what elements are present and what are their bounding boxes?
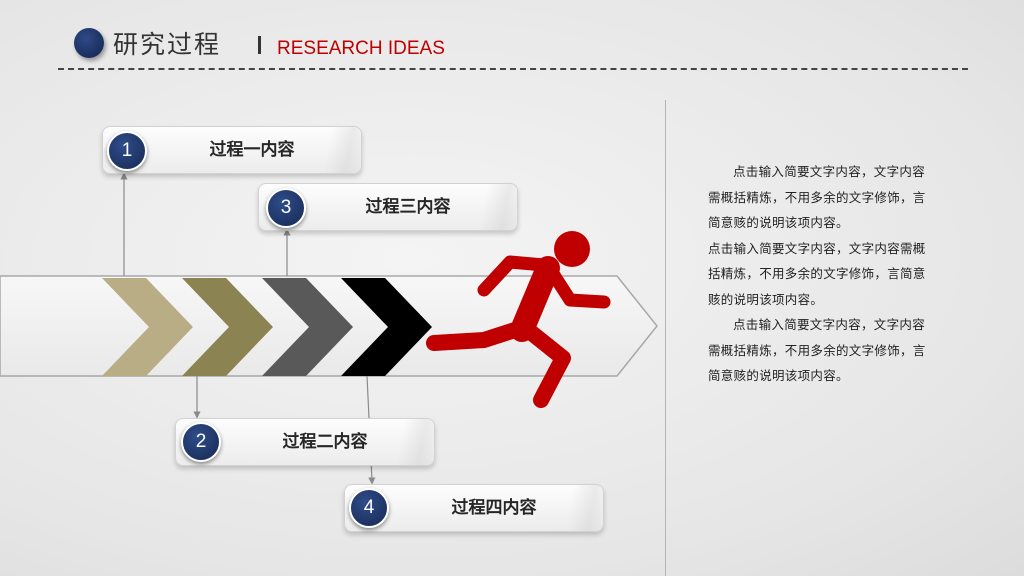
page-title: 研究过程: [113, 30, 222, 59]
step-card-1[interactable]: 过程一内容: [102, 126, 362, 174]
running-man-icon: [426, 231, 611, 408]
step-number-badge-2: 2: [181, 422, 221, 462]
description-text: 点击输入简要文字内容，文字内容需概括精炼，不用多余的文字修饰，言简意赅的说明该项…: [708, 159, 936, 389]
header-dashed-line: [58, 68, 968, 70]
step-label-1: 过程一内容: [209, 140, 295, 160]
step-number-badge-1: 1: [107, 131, 147, 171]
chevron-right-icon: [262, 278, 353, 376]
process-diagram: [0, 172, 658, 485]
title-bullet-icon: [74, 28, 104, 58]
chevron-right-icon: [182, 278, 273, 376]
step-label-2: 过程二内容: [282, 432, 368, 452]
description-paragraph-1: 点击输入简要文字内容，文字内容需概括精炼，不用多余的文字修饰，言简意赅的说明该项…: [708, 164, 926, 230]
page-subtitle: RESEARCH IDEAS: [277, 38, 445, 59]
chevron-right-icon: [102, 278, 193, 376]
description-paragraph-3: 点击输入简要文字内容，文字内容需概括精炼，不用多余的文字修饰，言简意赅的说明该项…: [708, 317, 926, 383]
chevron-right-icon: [341, 278, 432, 376]
title-divider: [258, 36, 261, 54]
step-number-badge-3: 3: [266, 188, 306, 228]
vertical-separator: [665, 100, 666, 576]
step-card-4[interactable]: 过程四内容: [344, 484, 604, 532]
description-paragraph-2: 点击输入简要文字内容，文字内容需概括精炼，不用多余的文字修饰，言简意赅的说明该项…: [708, 240, 926, 307]
step-label-4: 过程四内容: [451, 498, 537, 518]
step-label-3: 过程三内容: [365, 197, 451, 217]
step-number-badge-4: 4: [349, 488, 389, 528]
